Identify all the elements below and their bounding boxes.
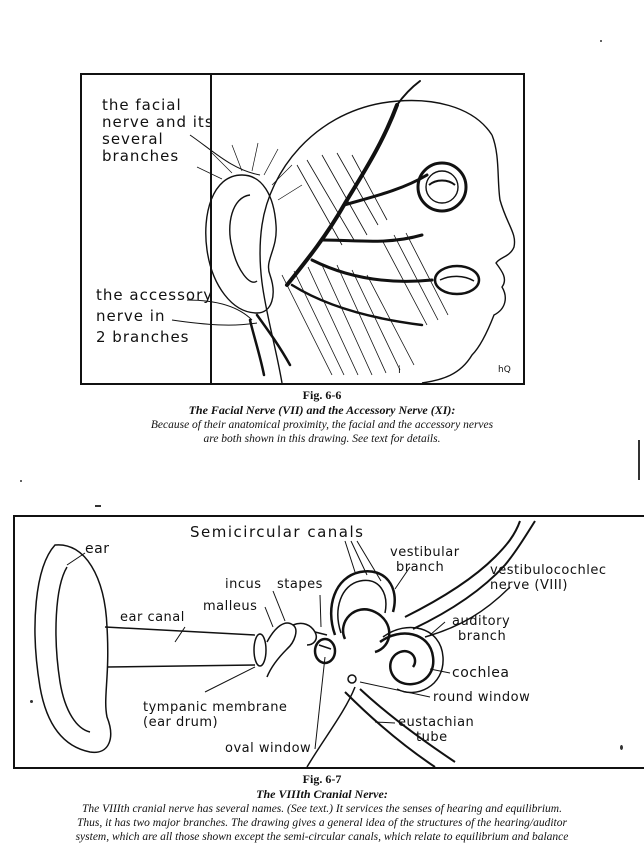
scan-speck xyxy=(30,700,33,703)
label-line: nerve (VIII) xyxy=(490,578,568,593)
label-incus: incus xyxy=(225,577,262,592)
caption-line: Because of their anatomical proximity, t… xyxy=(150,419,494,431)
label-line: the facial xyxy=(102,96,182,114)
label-line: several xyxy=(102,130,164,148)
figure-title: The VIIIth Cranial Nerve: xyxy=(256,787,388,801)
label-line: 2 branches xyxy=(96,328,190,346)
scan-speck xyxy=(20,480,22,482)
caption-line: system, which are all those shown except… xyxy=(75,831,569,843)
scan-speck xyxy=(638,440,640,480)
figure-number: Fig. 6-7 xyxy=(302,772,342,786)
label-line: tympanic membrane xyxy=(143,700,288,715)
stray-mark: i xyxy=(398,365,401,376)
label-accessory-nerve: the accessory nerve in 2 branches xyxy=(96,285,213,348)
figure-divider-line xyxy=(210,75,212,383)
figure-6-6-box: the facial nerve and its several branche… xyxy=(80,73,525,385)
caption-line: The VIIIth cranial nerve has several nam… xyxy=(81,803,562,815)
artist-initials: hQ xyxy=(498,365,511,375)
figure-title: The Facial Nerve (VII) and the Accessory… xyxy=(188,403,456,417)
label-eustachian-tube: eustachian tube xyxy=(398,715,474,745)
label-line: eustachian xyxy=(398,715,475,730)
label-line: auditory xyxy=(452,614,511,629)
figure-6-7-box: ear Semicircular canals vestibular branc… xyxy=(13,515,644,769)
facial-nerve-drawing xyxy=(171,80,516,383)
figure-number: Fig. 6-6 xyxy=(302,388,342,402)
label-oval-window: oval window xyxy=(225,741,312,756)
label-round-window: round window xyxy=(433,690,531,705)
label-line: branches xyxy=(102,147,180,165)
figure-6-6-caption: Fig. 6-6 The Facial Nerve (VII) and the … xyxy=(0,388,644,446)
label-line: tube xyxy=(416,730,448,745)
label-line: branch xyxy=(396,560,445,575)
label-line: nerve in xyxy=(96,307,166,325)
label-vestibular-branch: vestibular branch xyxy=(390,545,460,575)
ear-anatomy-drawing xyxy=(34,520,536,767)
label-line: branch xyxy=(458,629,507,644)
scan-speck xyxy=(95,505,101,507)
label-stapes: stapes xyxy=(277,577,323,592)
label-cochlea: cochlea xyxy=(452,665,510,681)
label-line: the accessory xyxy=(96,286,214,304)
caption-line: Thus, it has two major branches. The dra… xyxy=(77,817,567,829)
label-vestibulocochlear-nerve: vestibulocochlec nerve (VIII) xyxy=(490,563,606,593)
label-malleus: malleus xyxy=(203,599,258,614)
label-ear: ear xyxy=(85,541,110,557)
caption-line: are both shown in this drawing. See text… xyxy=(203,433,441,445)
label-line: vestibulocochlec xyxy=(490,563,607,578)
label-line: (ear drum) xyxy=(143,715,219,730)
figure-6-7-caption: Fig. 6-7 The VIIIth Cranial Nerve: The V… xyxy=(0,772,644,844)
label-ear-canal: ear canal xyxy=(120,610,185,625)
label-facial-nerve: the facial nerve and its several branche… xyxy=(102,97,214,165)
label-tympanic-membrane: tympanic membrane (ear drum) xyxy=(143,700,287,730)
scan-speck xyxy=(620,745,623,750)
label-line: vestibular xyxy=(390,545,460,560)
label-semicircular-canals: Semicircular canals xyxy=(190,523,365,541)
label-auditory-branch: auditory branch xyxy=(452,614,510,644)
label-line: nerve and its xyxy=(102,113,214,131)
scan-speck xyxy=(600,40,602,42)
